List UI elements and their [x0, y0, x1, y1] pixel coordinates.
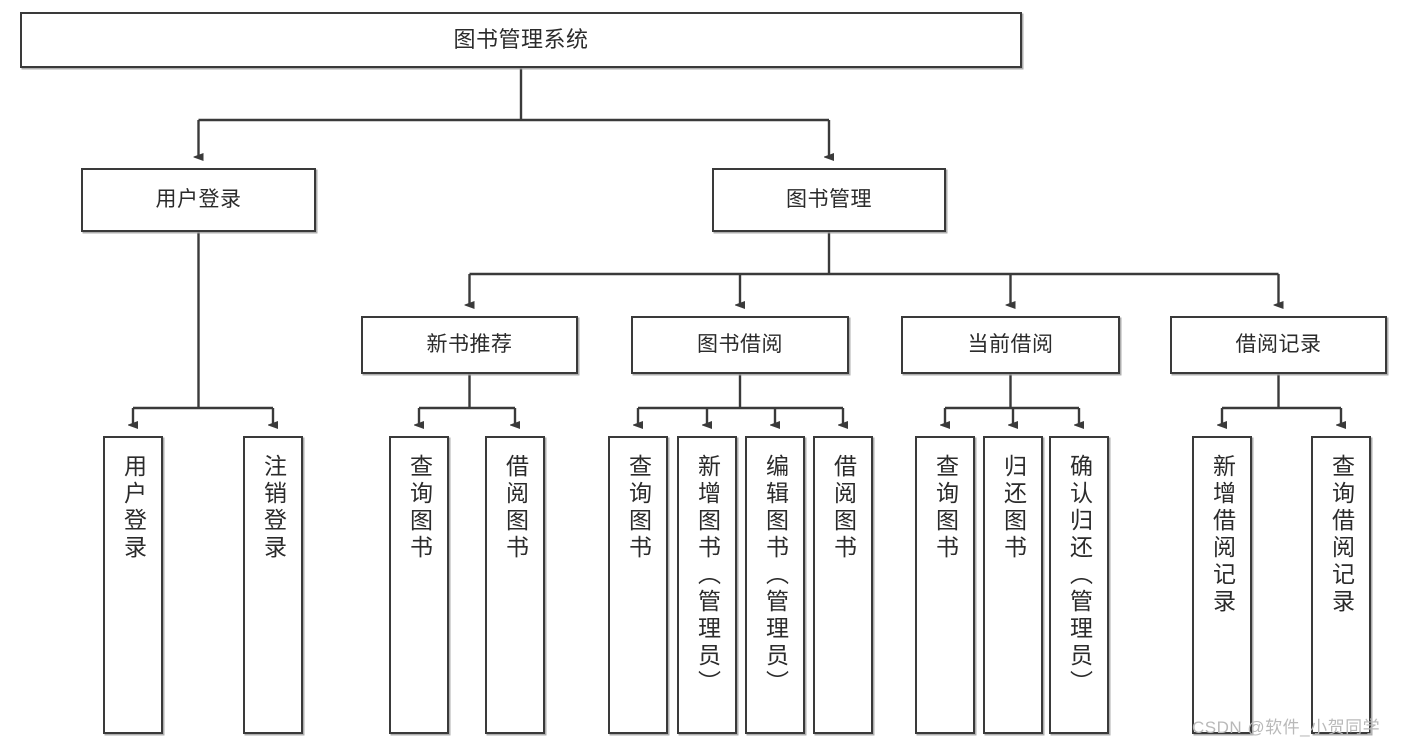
node-label: 查询图书 [932, 454, 959, 562]
node-leaf-return-book[interactable]: 归还图书 [983, 436, 1043, 734]
node-label: 查询图书 [625, 454, 652, 562]
node-label: 查询图书 [406, 454, 433, 562]
node-user-login[interactable]: 用户登录 [81, 168, 316, 232]
node-leaf-user-login[interactable]: 用户登录 [103, 436, 163, 734]
node-label: 图书借阅 [697, 332, 783, 356]
node-leaf-borrow-book-bb[interactable]: 借阅图书 [813, 436, 873, 734]
node-leaf-edit-book[interactable]: 编辑图书（管理员） [745, 436, 805, 734]
node-label: 新增借阅记录 [1209, 454, 1236, 616]
node-leaf-borrow-book-rec[interactable]: 借阅图书 [485, 436, 545, 734]
node-current-borrow[interactable]: 当前借阅 [901, 316, 1120, 374]
node-label: 借阅图书 [502, 454, 529, 562]
node-label: 图书管理系统 [453, 27, 589, 53]
node-label: 确认归还（管理员） [1066, 454, 1093, 697]
node-leaf-query-book-rec[interactable]: 查询图书 [389, 436, 449, 734]
node-root[interactable]: 图书管理系统 [20, 12, 1022, 68]
node-leaf-user-logout[interactable]: 注销登录 [243, 436, 303, 734]
node-leaf-add-book[interactable]: 新增图书（管理员） [677, 436, 737, 734]
node-label: 用户登录 [120, 454, 147, 562]
node-book-manage[interactable]: 图书管理 [712, 168, 946, 232]
node-label: 图书管理 [786, 187, 872, 211]
node-leaf-add-record[interactable]: 新增借阅记录 [1192, 436, 1252, 734]
node-label: 注销登录 [260, 454, 287, 562]
node-label: 当前借阅 [967, 332, 1054, 356]
node-label: 用户登录 [155, 187, 242, 211]
node-borrow-record[interactable]: 借阅记录 [1170, 316, 1387, 374]
node-label: 借阅记录 [1235, 332, 1322, 356]
node-new-book-rec[interactable]: 新书推荐 [361, 316, 578, 374]
node-label: 新增图书（管理员） [694, 454, 721, 697]
node-label: 查询借阅记录 [1328, 454, 1355, 616]
node-book-borrow[interactable]: 图书借阅 [631, 316, 849, 374]
node-label: 借阅图书 [830, 454, 857, 562]
node-leaf-confirm-return[interactable]: 确认归还（管理员） [1049, 436, 1109, 734]
node-label: 新书推荐 [426, 332, 513, 356]
watermark-text: CSDN @软件_小贺同学 [1192, 718, 1381, 737]
node-leaf-query-book-bb[interactable]: 查询图书 [608, 436, 668, 734]
node-label: 编辑图书（管理员） [762, 454, 789, 697]
node-leaf-query-record[interactable]: 查询借阅记录 [1311, 436, 1371, 734]
node-leaf-query-book-cb[interactable]: 查询图书 [915, 436, 975, 734]
node-label: 归还图书 [1000, 454, 1027, 562]
